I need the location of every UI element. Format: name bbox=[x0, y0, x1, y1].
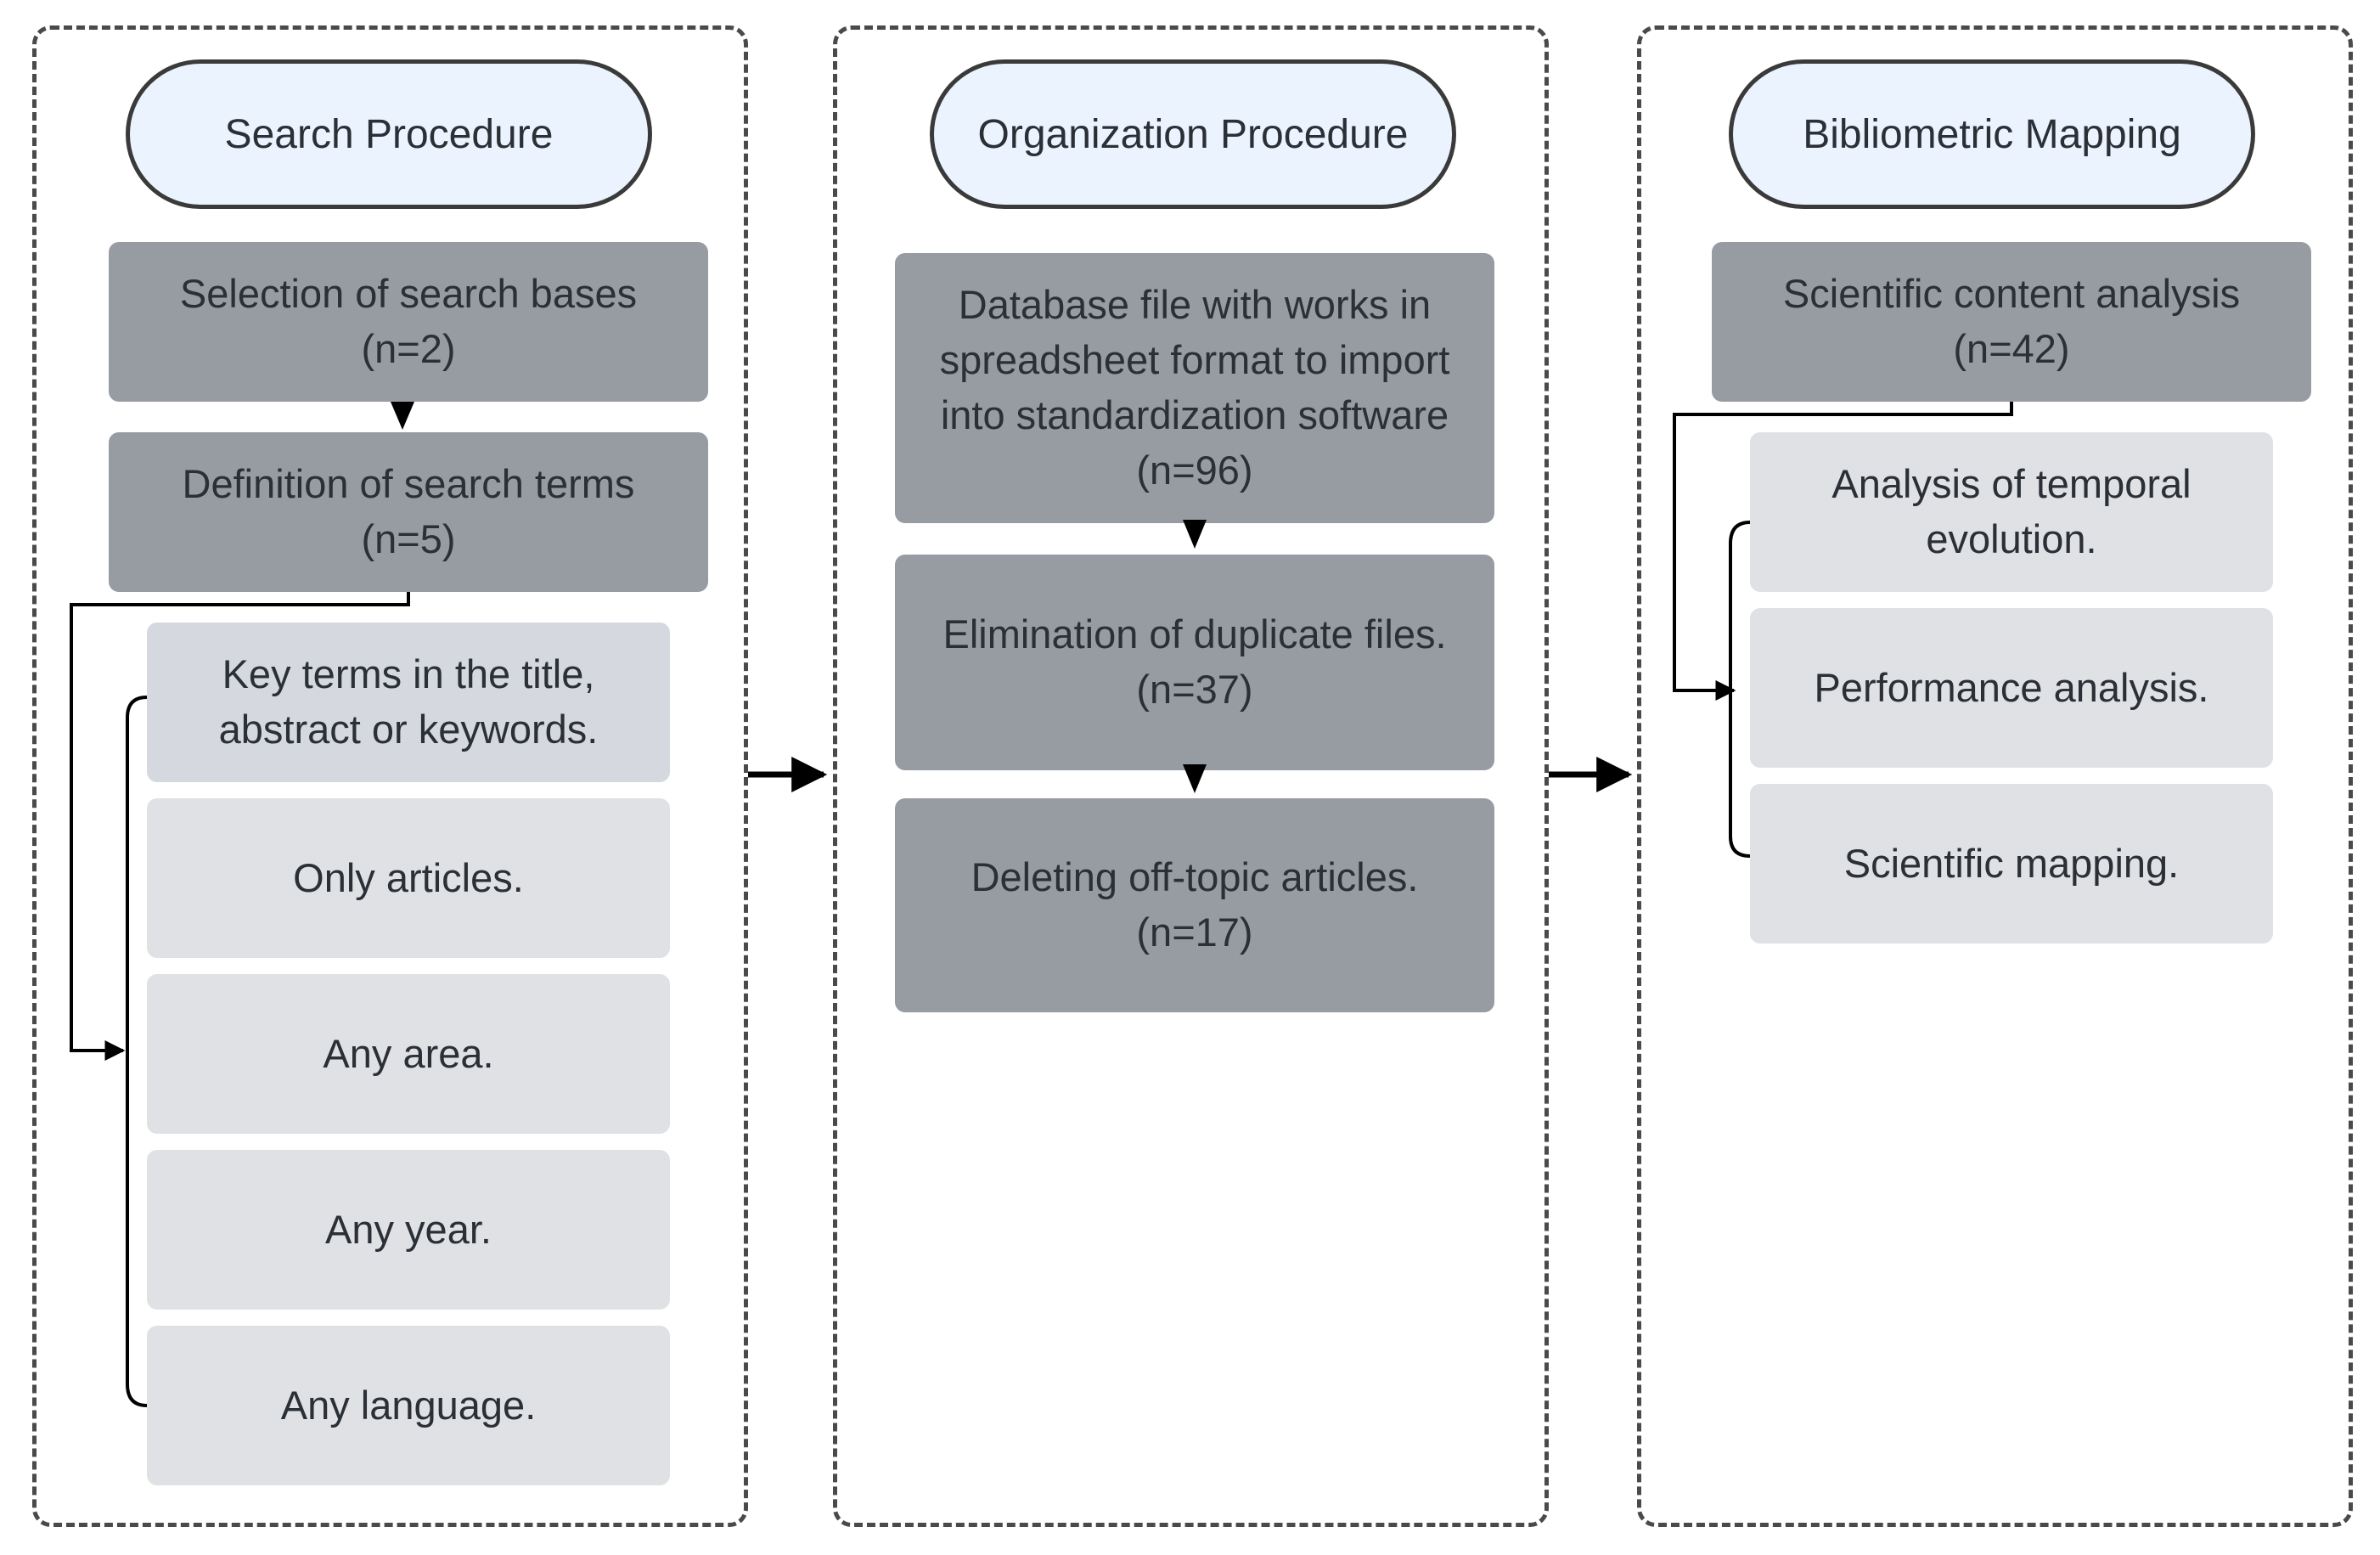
content-analysis-connector bbox=[1673, 402, 2013, 701]
off-topic-deletion-step: Deleting off-topic articles. (n=17) bbox=[895, 798, 1494, 1012]
bibliometric-mapping-header: Bibliometric Mapping bbox=[1729, 59, 2255, 209]
search-terms-connector bbox=[70, 592, 410, 1061]
step-text: Scientific content analysis bbox=[1782, 271, 2241, 317]
analysis-temporal-evolution: Analysis of temporal evolution. bbox=[1750, 432, 2273, 592]
content-analysis-step: Scientific content analysis (n=42) bbox=[1712, 242, 2311, 402]
criteria-only-articles: Only articles. bbox=[147, 798, 670, 958]
search-procedure-header: Search Procedure bbox=[126, 59, 652, 209]
search-bases-step: Selection of search bases (n=2) bbox=[109, 242, 708, 402]
criteria-key-terms: Key terms in the title, abstract or keyw… bbox=[147, 623, 670, 782]
down-arrow bbox=[1183, 520, 1207, 549]
criteria-any-year: Any year. bbox=[147, 1150, 670, 1310]
duplicate-elimination-step: Elimination of duplicate files. (n=37) bbox=[895, 555, 1494, 770]
step-count: (n=17) bbox=[1136, 910, 1253, 955]
analysis-scientific-mapping: Scientific mapping. bbox=[1750, 784, 2273, 944]
step-count: (n=96) bbox=[1136, 447, 1253, 493]
step-text: Deleting off-topic articles. bbox=[971, 854, 1419, 900]
criteria-any-language: Any language. bbox=[147, 1326, 670, 1485]
step-count: (n=2) bbox=[361, 326, 456, 371]
analysis-performance: Performance analysis. bbox=[1750, 608, 2273, 768]
step-text: Elimination of duplicate files. bbox=[942, 611, 1447, 657]
database-file-step: Database file with works in spreadsheet … bbox=[895, 253, 1494, 523]
step-text: Database file with works in spreadsheet … bbox=[939, 282, 1450, 437]
step-count: (n=37) bbox=[1136, 667, 1253, 712]
bibliometric-mapping-panel bbox=[1637, 25, 2353, 1527]
analyses-bracket bbox=[1729, 521, 1751, 858]
step-text: Selection of search bases bbox=[179, 271, 638, 317]
step-count: (n=42) bbox=[1953, 326, 2070, 371]
organization-procedure-panel bbox=[833, 25, 1549, 1527]
search-terms-step: Definition of search terms (n=5) bbox=[109, 432, 708, 592]
criteria-bracket bbox=[126, 696, 148, 1407]
organization-procedure-header: Organization Procedure bbox=[930, 59, 1456, 209]
step-count: (n=5) bbox=[361, 516, 456, 561]
step-text: Definition of search terms bbox=[182, 461, 635, 507]
criteria-any-area: Any area. bbox=[147, 974, 670, 1134]
down-arrow bbox=[391, 402, 414, 430]
down-arrow bbox=[1183, 764, 1207, 793]
search-procedure-panel bbox=[32, 25, 748, 1527]
